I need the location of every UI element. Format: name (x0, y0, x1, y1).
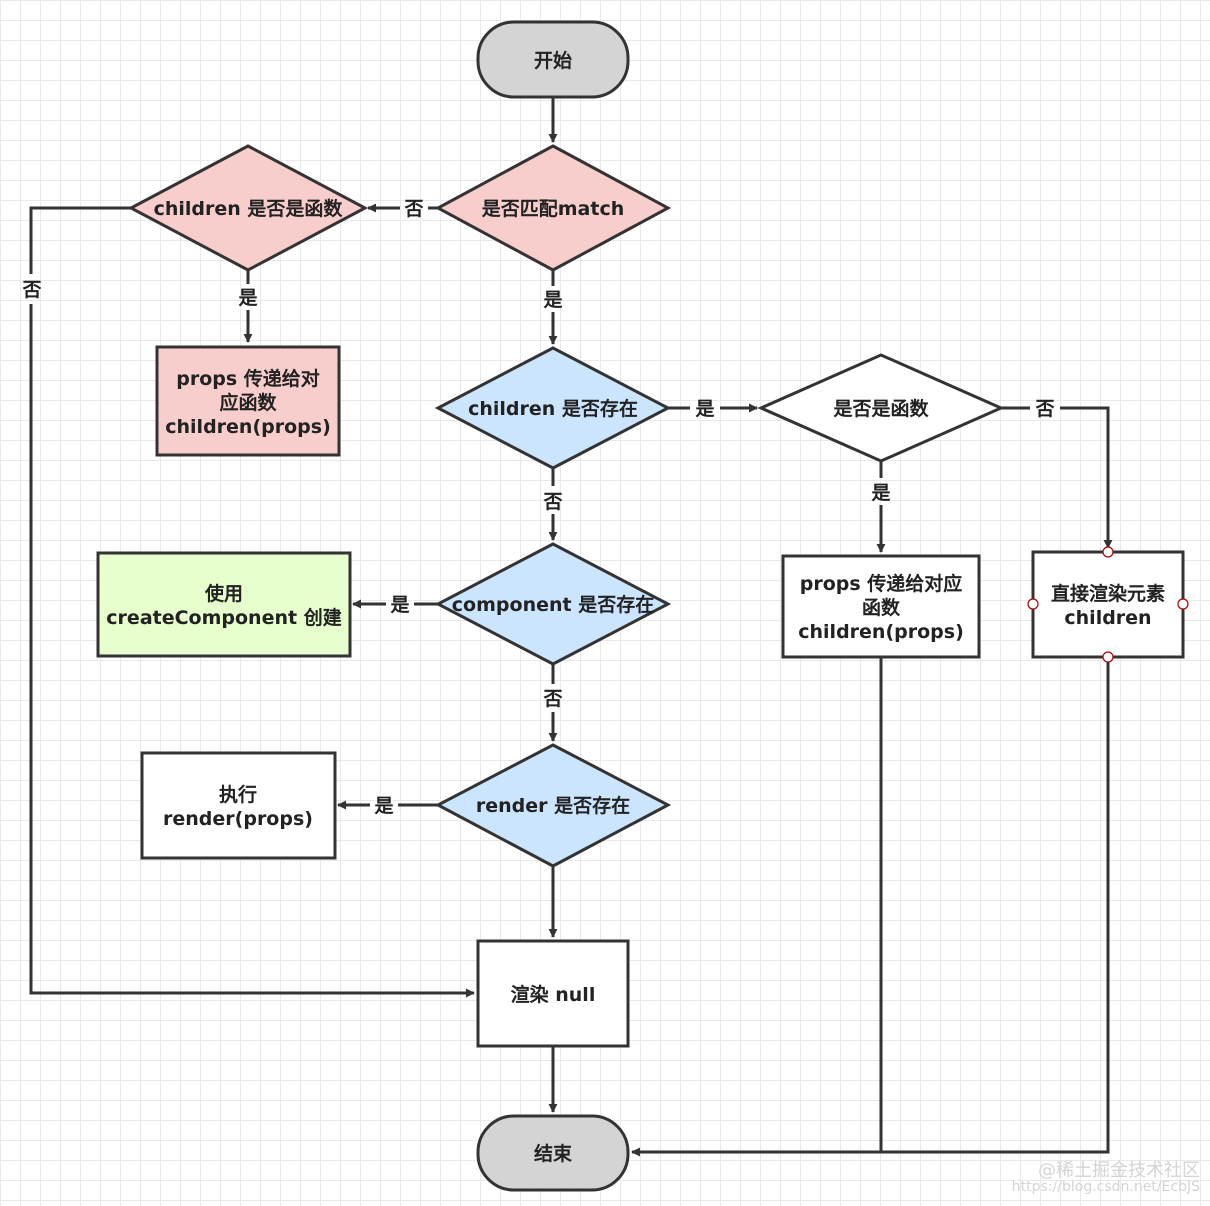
edge-labels: 否 是 否 是 是 是 否 否 是 否 是 (21, 198, 1054, 817)
edge-label-no-component: 否 (542, 688, 562, 710)
node-children-fn-left-label: children 是否是函数 (154, 197, 344, 220)
edge-label-no-match: 否 (403, 198, 423, 220)
node-children-exists-label: children 是否存在 (468, 397, 638, 420)
node-render-children-line2: children (1064, 607, 1151, 629)
node-is-function: 是否是函数 (757, 353, 1005, 463)
edge-label-yes-match: 是 (543, 289, 562, 311)
edge-label-yes-isfn: 是 (871, 482, 890, 504)
edge-isfn-renderchildren-seg2 (1060, 406, 1113, 549)
node-props-left-line3: children(props) (165, 416, 331, 438)
node-props-left-line2: 应函数 (219, 391, 277, 414)
node-props-left-line1: props 传递给对 (176, 367, 320, 390)
node-component-exists-label: component 是否存在 (452, 593, 654, 616)
node-is-function-label: 是否是函数 (833, 397, 929, 420)
edge-label-yes-childrenexists: 是 (695, 398, 714, 420)
node-start-label: 开始 (534, 49, 572, 72)
watermark-site: @稀土掘金技术社区 (1038, 1160, 1200, 1181)
node-match: 是否匹配match (434, 144, 672, 272)
node-create-component: 使用 createComponent 创建 (96, 551, 352, 658)
node-end-label: 结束 (534, 1142, 573, 1165)
node-props-left: props 传递给对 应函数 children(props) (155, 345, 341, 457)
edges (29, 97, 1113, 1157)
edge-label-no-isfn: 否 (1034, 398, 1054, 420)
watermark-url: https://blog.csdn.net/EcbJS (1011, 1179, 1200, 1195)
node-render-children: 直接渲染元素 children (1027, 546, 1189, 663)
selection-handle (1102, 546, 1114, 558)
edge-childrenfn-null-seg2 (29, 304, 475, 998)
selection-handle (1027, 598, 1039, 610)
selection-handles (1027, 546, 1189, 663)
node-props-right: props 传递给对应 函数 children(props) (781, 554, 981, 659)
node-render-null: 渲染 null (476, 939, 630, 1048)
selection-handle (1102, 651, 1114, 663)
node-start: 开始 (476, 20, 630, 99)
node-exec-render-line2: render(props) (163, 808, 313, 830)
node-exec-render-line1: 执行 (219, 783, 257, 806)
edge-label-no-childrenfn: 否 (21, 279, 41, 301)
node-render-children-line1: 直接渲染元素 (1051, 582, 1165, 605)
node-props-right-line1: props 传递给对应 (800, 572, 963, 595)
node-props-right-line3: children(props) (798, 621, 964, 643)
node-end: 结束 (476, 1114, 630, 1192)
node-render-null-label: 渲染 null (511, 983, 596, 1006)
node-match-label: 是否匹配match (482, 198, 625, 220)
edge-propsright-end (631, 657, 883, 1157)
edge-label-yes-render: 是 (374, 795, 393, 817)
node-component-exists: component 是否存在 (434, 542, 672, 666)
node-exec-render: 执行 render(props) (140, 751, 337, 860)
node-props-right-line2: 函数 (862, 596, 901, 619)
edge-label-yes-childrenfn: 是 (238, 287, 257, 309)
node-children-exists: children 是否存在 (434, 346, 672, 470)
edge-label-no-childrenexists: 否 (542, 491, 562, 513)
edge-label-yes-component: 是 (390, 594, 409, 616)
edge-renderchildren-end (881, 657, 1110, 1154)
node-render-exists-label: render 是否存在 (476, 794, 630, 817)
edge-childrenfn-null-seg1 (29, 206, 131, 274)
node-create-component-line1: 使用 (204, 583, 243, 605)
node-children-fn-left: children 是否是函数 (127, 144, 369, 272)
node-render-exists: render 是否存在 (434, 743, 672, 868)
node-create-component-line2: createComponent 创建 (106, 606, 341, 629)
selection-handle (1177, 598, 1189, 610)
